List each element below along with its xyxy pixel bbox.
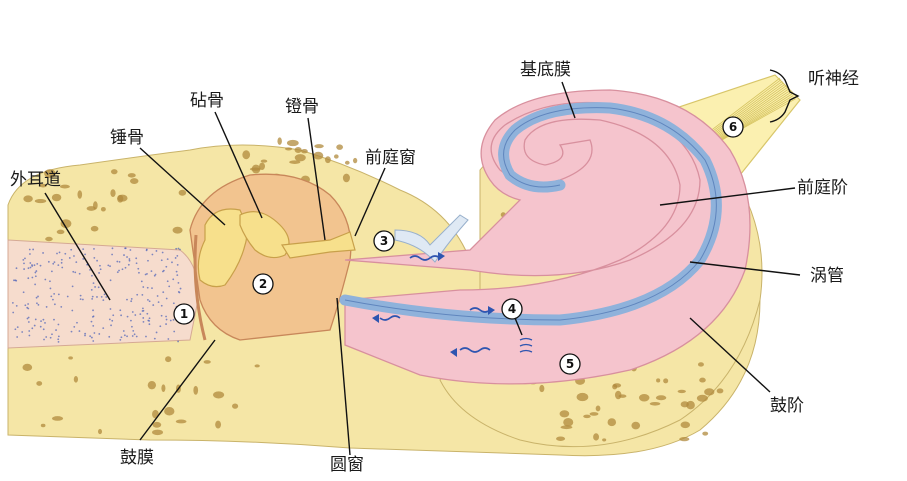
oval-window-funnel (394, 214, 469, 263)
marker-1: 1 (173, 303, 195, 325)
marker-3: 3 (373, 230, 395, 252)
malleus-bone (197, 208, 248, 288)
marker-5: 5 (559, 353, 581, 375)
label-basilar-membrane: 基底膜 (520, 60, 571, 80)
incus-bone (239, 211, 290, 259)
marker-2: 2 (252, 273, 274, 295)
label-stapes: 镫骨 (285, 97, 319, 117)
middle-ear (189, 173, 356, 341)
svg-text:6: 6 (729, 120, 737, 134)
label-external-canal: 外耳道 (10, 170, 61, 190)
svg-text:5: 5 (566, 357, 574, 371)
label-malleus: 锤骨 (110, 128, 144, 148)
eardrum-membrane (193, 234, 207, 341)
cochlea (339, 89, 751, 385)
label-auditory-nerve: 听神经 (808, 69, 859, 89)
external-ear-canal (7, 239, 199, 349)
svg-text:1: 1 (180, 307, 188, 321)
stapes-bone (280, 231, 356, 259)
label-scala-vestibuli: 前庭阶 (797, 178, 848, 198)
label-scala-tympani: 鼓阶 (770, 396, 804, 416)
svg-text:2: 2 (259, 277, 267, 291)
label-incus: 砧骨 (190, 91, 224, 111)
label-eardrum: 鼓膜 (120, 448, 154, 468)
svg-text:4: 4 (508, 302, 516, 316)
label-cochlear-duct: 涡管 (810, 266, 844, 286)
leader-lines (44, 69, 801, 456)
label-round-window: 圆窗 (330, 455, 364, 475)
sound-wave-arrows (372, 252, 533, 357)
marker-6: 6 (722, 116, 744, 138)
marker-4: 4 (501, 298, 523, 336)
svg-text:3: 3 (380, 234, 388, 248)
label-oval-window: 前庭窗 (365, 148, 416, 168)
